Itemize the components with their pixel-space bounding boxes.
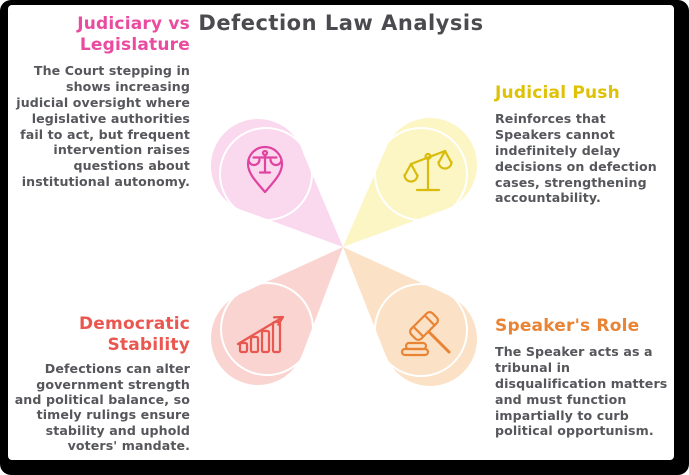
section-body-judicial-push: Reinforces that Speakers cannot indefini… xyxy=(495,111,657,206)
section-speakers-role: Speaker's Role The Speaker acts as a tri… xyxy=(495,316,671,439)
section-judicial-push: Judicial Push Reinforces that Speakers c… xyxy=(495,83,671,206)
petal-bottom-left xyxy=(211,247,343,385)
infographic-canvas: Defection Law Analysis xyxy=(8,5,674,460)
petal-top-left xyxy=(211,119,343,247)
petal-bottom-right-white-ring xyxy=(374,283,468,377)
petal-bottom-right-cone xyxy=(343,247,450,356)
petal-top-right xyxy=(343,118,477,247)
petal-bottom-right xyxy=(343,247,477,386)
petal-top-right-circle xyxy=(383,118,477,212)
section-heading-speakers-role: Speaker's Role xyxy=(495,316,640,336)
section-heading-democratic-stability: Democratic Stability xyxy=(79,314,190,356)
petal-bottom-left-white-ring xyxy=(220,282,314,376)
scales-of-justice-icon xyxy=(403,149,453,192)
page-title: Defection Law Analysis xyxy=(198,11,484,35)
section-body-speakers-role: The Speaker acts as a tribunal in disqua… xyxy=(495,344,668,439)
petal-flower-graphic xyxy=(211,118,477,386)
growth-chart-icon xyxy=(236,315,285,354)
gavel-icon xyxy=(400,311,451,357)
petal-bottom-left-cone xyxy=(238,247,343,355)
section-judiciary-vs-legislature: Judiciary vs Legislature The Court stepp… xyxy=(12,14,190,190)
section-body-democratic-stability: Defections can alter government strength… xyxy=(14,361,190,453)
petal-top-right-white-ring xyxy=(374,127,468,221)
petal-bottom-right-circle xyxy=(383,292,477,386)
section-heading-judicial-push: Judicial Push xyxy=(495,83,620,103)
petal-top-left-circle xyxy=(211,119,305,213)
petal-top-left-white-ring xyxy=(219,127,313,221)
location-pin-scales-icon xyxy=(246,145,284,194)
section-body-judiciary-vs-legislature: The Court stepping in shows increasing j… xyxy=(16,63,190,190)
petal-top-right-cone xyxy=(343,146,446,247)
section-heading-judiciary-vs-legislature: Judiciary vs Legislature xyxy=(77,14,190,56)
section-democratic-stability: Democratic Stability Defections can alte… xyxy=(12,314,190,453)
